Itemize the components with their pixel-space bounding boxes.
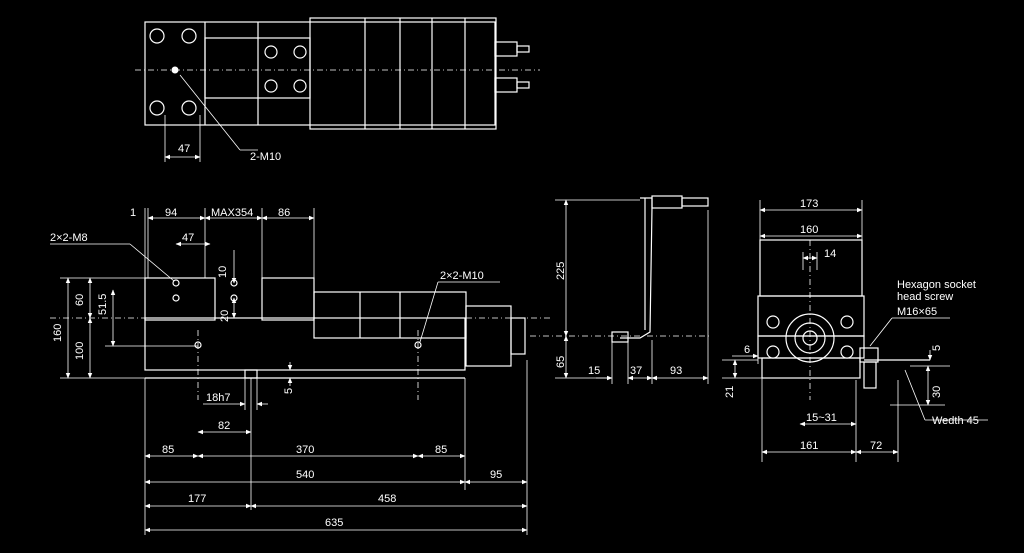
front-view: 1 94 MAX354 86 47 2×2-M8 10 20 2×2-M10 1… [50, 207, 550, 535]
side-view: 173 160 14 Hexagon socket head screw M16… [722, 198, 988, 462]
dim-screw-2x2m8: 2×2-M8 [50, 232, 88, 244]
dim-51-5: 51.5 [97, 294, 109, 315]
dim-177: 177 [188, 493, 206, 505]
dim-5-side: 5 [931, 345, 943, 351]
handle-view: 225 65 15 37 93 [530, 195, 712, 384]
dim-1: 1 [130, 207, 136, 219]
dim-225: 225 [555, 262, 567, 280]
dim-458: 458 [378, 493, 396, 505]
dim-85-right: 85 [435, 444, 447, 456]
dim-65: 65 [555, 356, 567, 368]
note-hex3: M16×65 [897, 306, 937, 318]
dim-635: 635 [325, 517, 343, 529]
dim-47-front: 47 [182, 232, 194, 244]
dim-72: 72 [870, 440, 882, 452]
dim-100: 100 [74, 342, 86, 360]
dim-93: 93 [670, 365, 682, 377]
note-hex1: Hexagon socket [897, 279, 976, 291]
dim-max354: MAX354 [211, 207, 253, 219]
dim-95: 95 [490, 469, 502, 481]
dim-60: 60 [74, 294, 86, 306]
dim-173: 173 [800, 198, 818, 210]
dim-10: 10 [217, 266, 229, 278]
note-hex2: head screw [897, 291, 953, 303]
dim-160-side: 160 [800, 224, 818, 236]
dim-161: 161 [800, 440, 818, 452]
dim-370: 370 [296, 444, 314, 456]
top-view: 47 2-M10 [135, 17, 540, 163]
dim-15-handle: 15 [588, 365, 600, 377]
dim-15-31: 15~31 [806, 412, 837, 424]
dim-37: 37 [630, 365, 642, 377]
dim-20: 20 [219, 310, 231, 322]
dim-18h7: 18h7 [206, 392, 230, 404]
dim-5-front: 5 [283, 388, 295, 394]
dim-14: 14 [824, 248, 836, 260]
dim-30: 30 [931, 386, 943, 398]
dim-47-top: 47 [178, 143, 190, 155]
dim-85-left: 85 [162, 444, 174, 456]
dim-screw-2m10: 2-M10 [250, 151, 281, 163]
dim-540: 540 [296, 469, 314, 481]
dim-94: 94 [165, 207, 177, 219]
dim-screw-2x2m10: 2×2-M10 [440, 270, 484, 282]
dim-6: 6 [744, 344, 750, 356]
dim-160-front: 160 [52, 324, 64, 342]
dim-86: 86 [278, 207, 290, 219]
note-width: Wedth 45 [932, 415, 979, 427]
dim-21: 21 [724, 386, 736, 398]
dim-82: 82 [218, 420, 230, 432]
